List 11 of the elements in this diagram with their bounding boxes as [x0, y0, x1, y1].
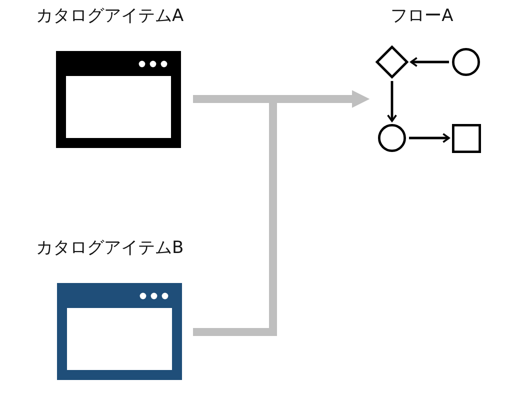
item-title: カタログアイテムA: [36, 5, 184, 27]
arrow: [386, 81, 398, 122]
diamond-shape: [376, 46, 408, 78]
arrow: [409, 132, 450, 144]
circle-shape: [452, 48, 480, 76]
arrow: [410, 56, 449, 68]
flow-title: フローA: [390, 5, 454, 27]
item-title: カタログアイテムB: [36, 237, 184, 259]
box-shape: [452, 124, 481, 153]
arrow: [193, 90, 370, 336]
circle-shape: [378, 124, 406, 152]
